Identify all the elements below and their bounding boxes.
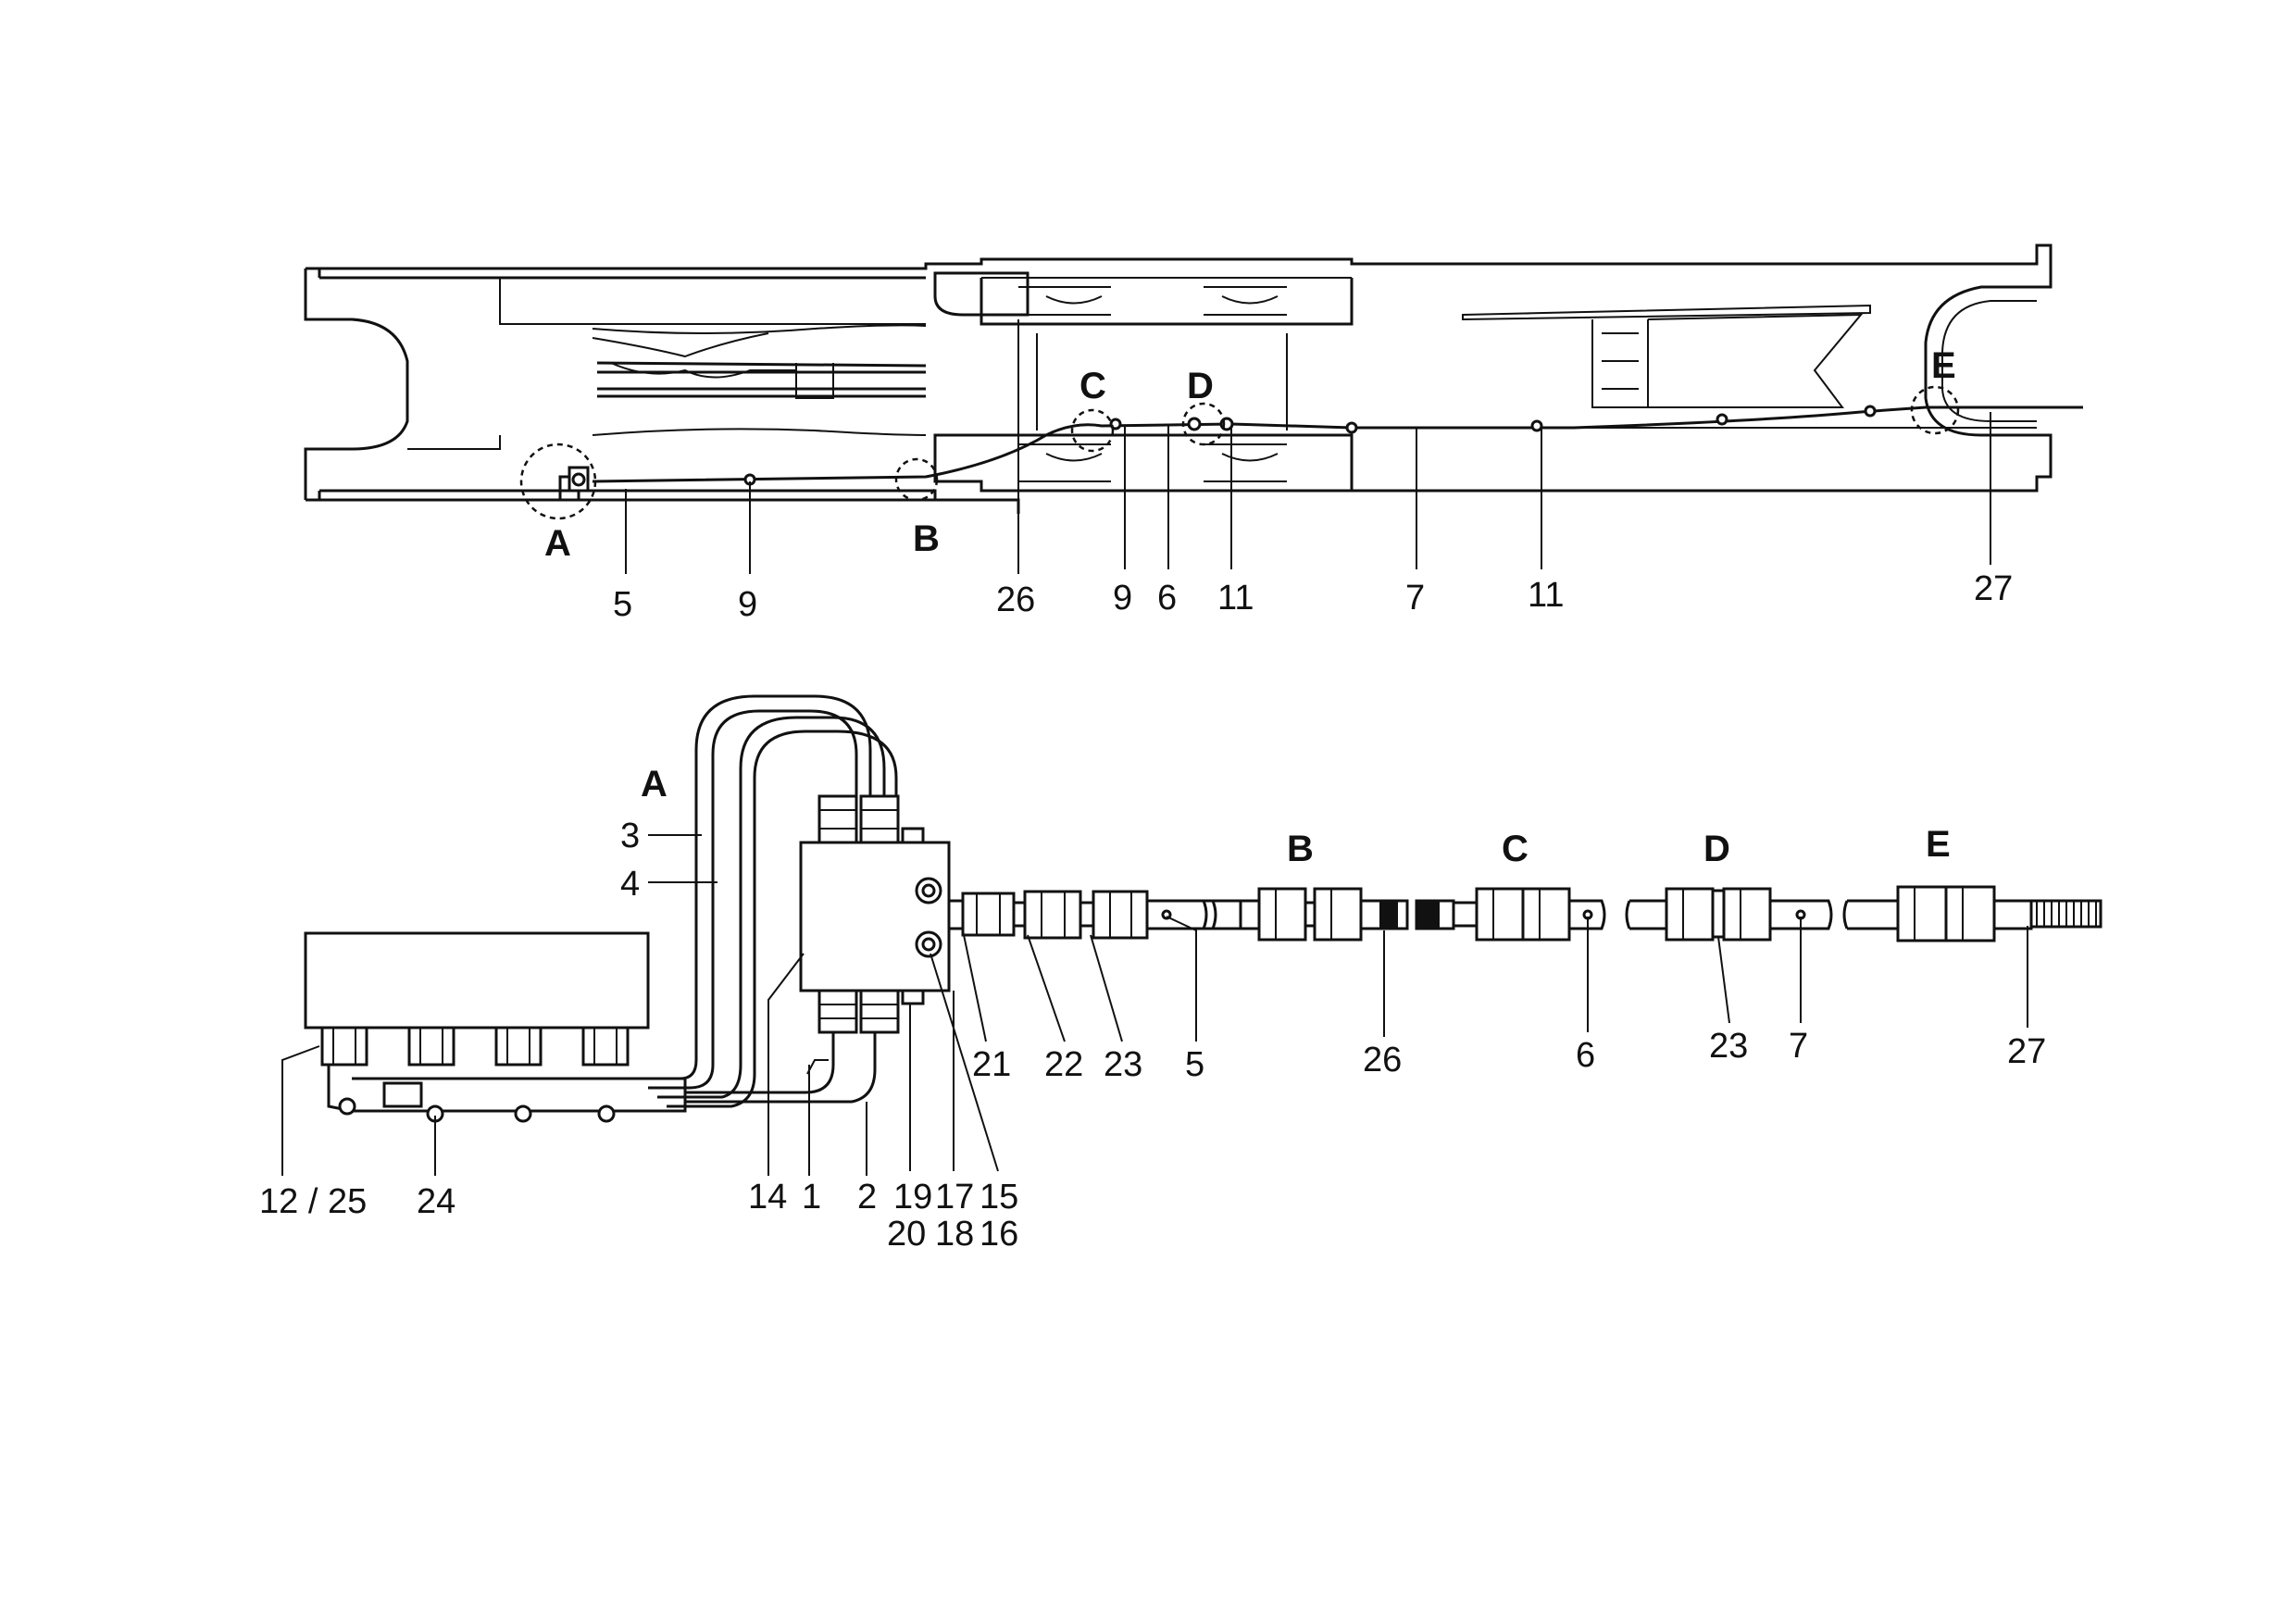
callout-23a: 23 — [1104, 1045, 1142, 1084]
distributor-assembly — [304, 694, 951, 1123]
callout-3: 3 — [620, 817, 640, 855]
callout-22: 22 — [1044, 1045, 1083, 1084]
callout-27: 27 — [2007, 1032, 2046, 1071]
callout-20: 20 — [887, 1215, 926, 1254]
pump-block — [304, 931, 650, 1029]
detail-letter-d: D — [1187, 366, 1214, 406]
detail-circle-a — [519, 443, 597, 520]
detail-circles — [519, 385, 1960, 520]
detail-circle-e — [1910, 385, 1960, 435]
callout-7-top: 7 — [1405, 579, 1425, 618]
callout-2: 2 — [857, 1178, 877, 1216]
callout-5-top: 5 — [613, 585, 632, 624]
outlet-line — [947, 885, 2103, 942]
callout-19: 19 — [893, 1178, 932, 1216]
top-lube-line — [558, 405, 2083, 502]
callout-14: 14 — [748, 1178, 787, 1216]
detail-letter-c: C — [1079, 366, 1106, 406]
callout-6-top: 6 — [1157, 579, 1177, 618]
top-leaders — [625, 319, 1991, 574]
bank-fittings — [320, 1026, 630, 1067]
callout-26: 26 — [1363, 1041, 1402, 1079]
callout-18: 18 — [935, 1215, 974, 1254]
detail-letter-b-bottom: B — [1287, 829, 1314, 869]
detail-letter-c-bottom: C — [1502, 829, 1529, 869]
callout-9-top: 9 — [738, 585, 757, 624]
callout-24: 24 — [417, 1182, 455, 1221]
callout-1: 1 — [802, 1178, 821, 1216]
callout-9b-top: 9 — [1113, 579, 1132, 618]
bottom-leaders — [281, 834, 2028, 1176]
callout-16: 16 — [980, 1215, 1018, 1254]
callout-4: 4 — [620, 865, 640, 904]
callout-15: 15 — [980, 1178, 1018, 1216]
detail-circle-d — [1181, 402, 1226, 446]
detail-letter-e: E — [1931, 345, 1956, 386]
callout-7: 7 — [1789, 1027, 1808, 1066]
detail-letter-e-bottom: E — [1926, 824, 1951, 865]
detail-letter-b: B — [913, 518, 940, 559]
detail-circle-b — [894, 457, 939, 502]
callout-17: 17 — [935, 1178, 974, 1216]
callout-27-top: 27 — [1974, 569, 2013, 608]
callout-6: 6 — [1576, 1036, 1595, 1075]
detail-circle-c — [1070, 408, 1115, 453]
callout-21: 21 — [972, 1045, 1011, 1084]
callout-5: 5 — [1185, 1045, 1204, 1084]
detail-letter-a-bottom: A — [641, 764, 668, 805]
detail-letter-d-bottom: D — [1703, 829, 1730, 869]
callout-12-25: 12 / 25 — [259, 1182, 367, 1221]
callout-11-top: 11 — [1217, 579, 1254, 618]
chassis-frame — [304, 243, 2053, 514]
callout-26-top: 26 — [996, 580, 1035, 619]
detail-letter-a: A — [544, 523, 571, 564]
distributor-valve — [799, 841, 951, 992]
callout-11b-top: 11 — [1528, 576, 1564, 615]
callout-23b: 23 — [1709, 1027, 1748, 1066]
